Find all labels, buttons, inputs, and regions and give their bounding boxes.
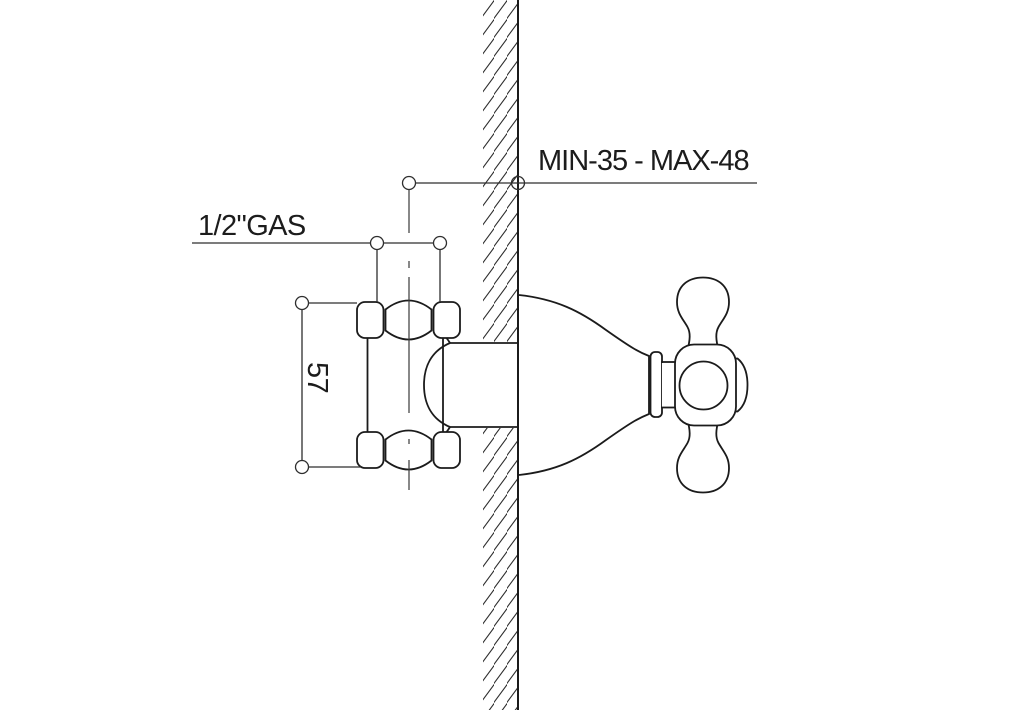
handle-spoke-top <box>676 276 730 353</box>
dimensions <box>192 175 757 490</box>
wall-hatch-upper <box>483 0 517 342</box>
dim-circle-spacing-top <box>294 295 310 311</box>
valve-body <box>356 299 517 471</box>
dimension-label-wall-offset: MIN-35 - MAX-48 <box>538 145 750 177</box>
cross-handle <box>649 276 749 494</box>
wall-hatch-lower <box>483 428 517 710</box>
dim-circle-spacing-bottom <box>294 459 310 475</box>
nut-top-right-facet <box>432 301 461 339</box>
neck-ring <box>649 351 663 418</box>
wall-section <box>483 0 519 710</box>
dim-terminators <box>294 175 526 475</box>
nut-top-left-facet <box>356 301 385 339</box>
dim-circle-thread-right <box>432 235 448 251</box>
dim-circle-center <box>401 175 417 191</box>
dim-circle-wall <box>510 175 526 191</box>
dimension-label-thread: 1/2"GAS <box>198 210 306 242</box>
hex-nut-bottom <box>356 429 461 471</box>
nut-bottom-left-facet <box>356 431 385 469</box>
nut-bottom-right-facet <box>432 431 461 469</box>
hex-nut-top <box>356 299 461 341</box>
handle-hub-boss-circle <box>678 360 729 411</box>
handle-spoke-bottom <box>676 417 730 494</box>
dimension-label-spacing: 57 <box>301 362 333 394</box>
bell-outline <box>518 294 650 476</box>
stem-fill <box>662 363 676 407</box>
nut-bottom-center-facet <box>384 429 433 471</box>
escutcheon-bell <box>518 294 650 476</box>
bell-mouth-arc <box>423 342 451 428</box>
dim-circle-thread-left <box>369 235 385 251</box>
body-tube-fill <box>367 338 443 432</box>
